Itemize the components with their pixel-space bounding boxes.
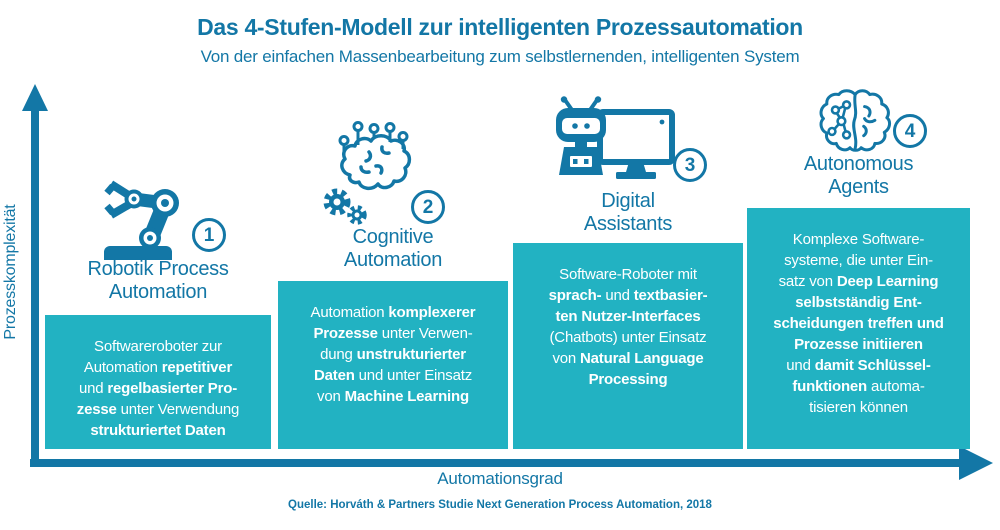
stage-number-badge: 4: [893, 114, 927, 148]
y-axis-label: Prozesskomplexität: [2, 204, 19, 340]
y-axis-arrow: [22, 84, 48, 466]
x-axis-label: Automationsgrad: [437, 469, 563, 488]
stage-number-badge: 1: [192, 218, 226, 252]
robot-monitor-icon: [556, 96, 675, 179]
stage-number-badge: 2: [411, 190, 445, 224]
page-title: Das 4-Stufen-Modell zur intelligenten Pr…: [197, 14, 803, 40]
x-axis-arrow: [30, 446, 993, 480]
robot-arm-icon: [104, 180, 179, 260]
stage-number-badge: 3: [673, 148, 707, 182]
brain-circuit-gears-icon: [323, 121, 412, 225]
source-line: Quelle: Horváth & Partners Studie Next G…: [288, 499, 712, 511]
brain-network-icon: [819, 89, 892, 152]
page-subtitle: Von der einfachen Massenbearbeitung zum …: [200, 47, 800, 66]
stage-description-box: Komplexe Software-systeme, die unter Ein…: [747, 208, 970, 449]
